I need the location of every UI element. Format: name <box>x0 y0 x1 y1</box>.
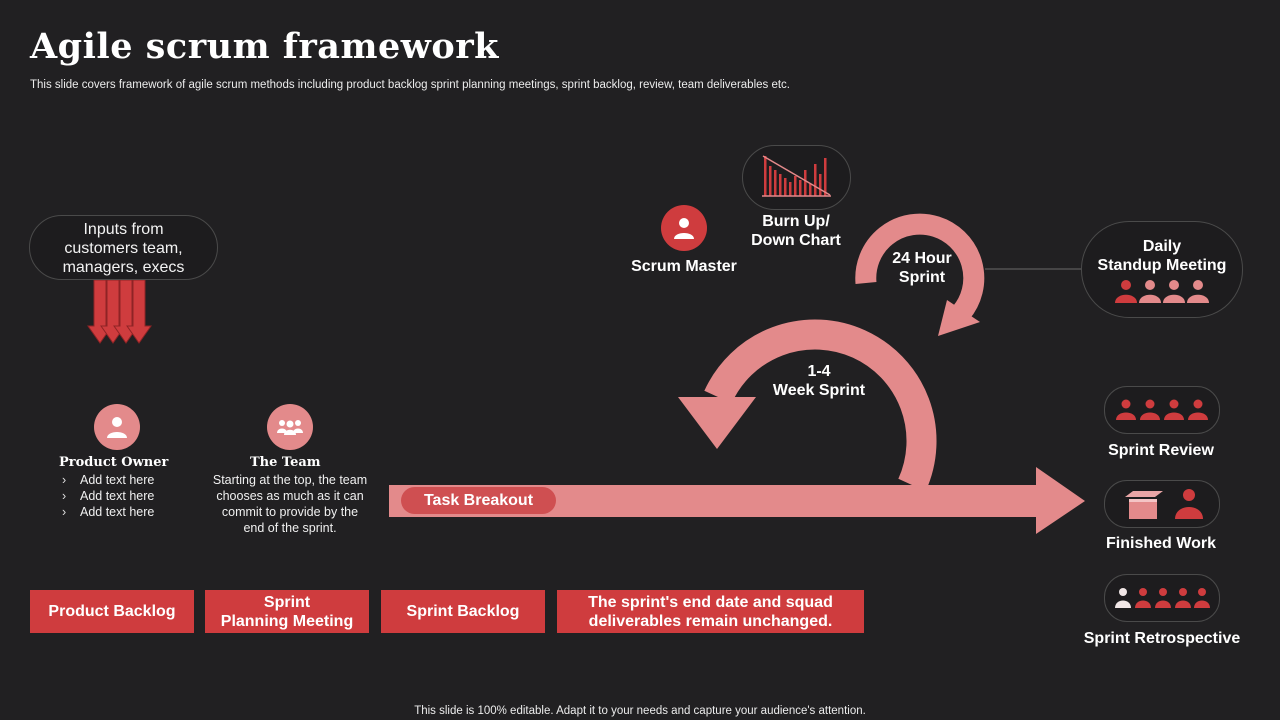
sprint-note-line-2: deliverables remain unchanged. <box>588 612 833 630</box>
sprint-review-box <box>1104 386 1220 434</box>
team-heading: The Team <box>250 455 321 470</box>
product-owner-heading: Product Owner <box>59 455 169 470</box>
hour-sprint-line-1: 24 Hour <box>892 250 952 267</box>
week-sprint-label: 1-4 Week Sprint <box>760 362 878 400</box>
hour-sprint-loop <box>855 213 985 320</box>
bar-chart-icon <box>762 155 831 197</box>
product-backlog-label: Product Backlog <box>48 603 176 620</box>
list-item: ›Add text here <box>62 489 155 503</box>
inputs-line-1: Inputs from <box>83 221 164 238</box>
sprint-backlog-label: Sprint Backlog <box>406 603 520 620</box>
week-sprint-loop <box>704 319 937 492</box>
inputs-line-2: customers team, <box>64 240 183 257</box>
finished-work-label: Finished Work <box>1106 535 1216 552</box>
scrum-master-avatar <box>661 205 707 251</box>
sprint-note-box: The sprint's end date and squad delivera… <box>557 590 864 633</box>
people-icon <box>1115 280 1209 303</box>
sprint-retrospective-box <box>1104 574 1220 622</box>
task-breakout-label: Task Breakout <box>423 491 534 509</box>
list-item: ›Add text here <box>62 473 155 487</box>
sprint-flow-arrow <box>389 467 1085 534</box>
daily-standup-line-1: Daily <box>1142 238 1182 255</box>
product-owner-avatar <box>94 404 140 450</box>
task-breakout-pill: Task Breakout <box>401 487 556 514</box>
page-title: Agile scrum framework <box>30 26 499 67</box>
hour-sprint-arrowhead <box>938 300 980 336</box>
team-line-1: Starting at the top, the team <box>212 473 368 487</box>
product-owner-list: ›Add text here ›Add text here ›Add text … <box>62 472 154 520</box>
week-sprint-arrowhead <box>678 397 756 449</box>
sprint-planning-line-1: Sprint <box>263 593 311 611</box>
burn-chart-line-2: Down Chart <box>751 232 841 249</box>
user-icon <box>107 417 127 438</box>
inputs-down-arrows <box>87 279 152 344</box>
box-icon <box>1125 489 1203 519</box>
hour-sprint-label: 24 Hour Sprint <box>872 249 972 287</box>
finished-work-box <box>1104 480 1220 528</box>
burn-chart-line-1: Burn Up/ <box>762 213 830 230</box>
footer-note: This slide is 100% editable. Adapt it to… <box>414 705 866 717</box>
inputs-box: Inputs from customers team, managers, ex… <box>29 215 218 280</box>
team-avatar <box>267 404 313 450</box>
hour-sprint-line-2: Sprint <box>898 269 946 286</box>
sprint-note-line-1: The sprint's end date and squad <box>588 593 833 611</box>
sprint-retrospective-label: Sprint Retrospective <box>1083 630 1241 647</box>
week-sprint-line-2: Week Sprint <box>772 382 866 399</box>
list-item: ›Add text here <box>62 505 155 519</box>
people-icon <box>1115 588 1210 608</box>
sprint-planning-box: Sprint Planning Meeting <box>205 590 369 633</box>
sprint-review-label: Sprint Review <box>1108 442 1214 459</box>
product-backlog-box: Product Backlog <box>30 590 194 633</box>
group-icon <box>277 420 303 435</box>
people-icon <box>1116 399 1208 420</box>
sprint-planning-line-2: Planning Meeting <box>220 612 354 630</box>
burn-chart-box <box>742 145 851 210</box>
user-icon <box>674 218 694 239</box>
scrum-master-label: Scrum Master <box>631 258 737 275</box>
daily-standup-box: Daily Standup Meeting <box>1081 221 1243 318</box>
team-line-3: commit to provide by the <box>221 505 359 519</box>
burn-chart-label: Burn Up/ Down Chart <box>738 212 854 250</box>
daily-standup-line-2: Standup Meeting <box>1097 257 1227 274</box>
sprint-backlog-box: Sprint Backlog <box>381 590 545 633</box>
team-line-2: chooses as much as it can <box>216 489 364 503</box>
team-line-4: end of the sprint. <box>243 521 337 535</box>
team-description: Starting at the top, the team chooses as… <box>200 472 380 536</box>
inputs-line-3: managers, execs <box>62 259 185 276</box>
week-sprint-line-1: 1-4 <box>807 363 831 380</box>
page-subtitle: This slide covers framework of agile scr… <box>30 79 790 91</box>
